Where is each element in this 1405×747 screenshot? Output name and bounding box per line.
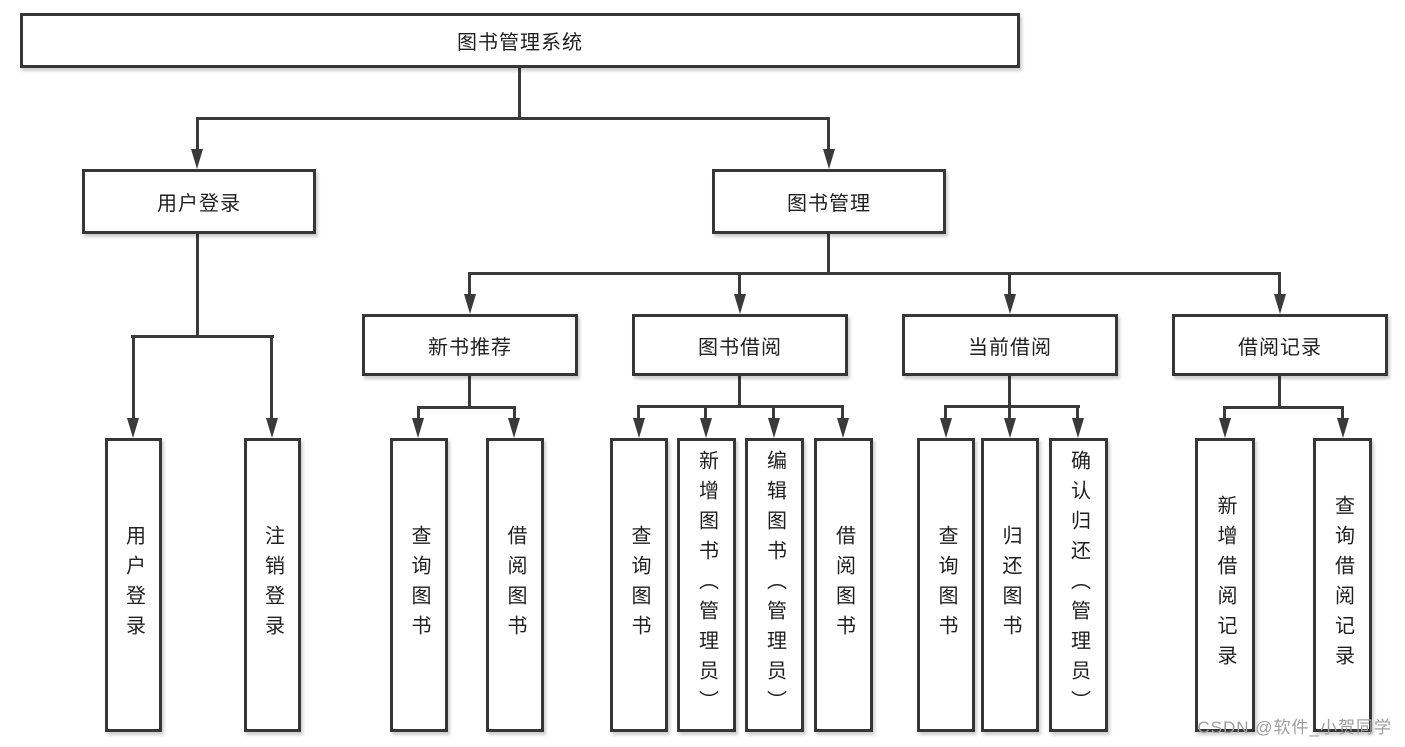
arrowhead-down-icon [700,418,712,438]
leaf-user-login: 用户登录 [105,438,162,732]
connector-book-borrow-rail [637,405,844,408]
node-root: 图书管理系统 [20,13,1020,68]
node-book-borrowing-label: 图书借阅 [698,336,782,359]
arrowhead-down-icon [464,294,476,314]
leaf-logout: 注销登录 [244,438,301,732]
leaf-newbook-query-books-label: 查询图书 [408,525,430,645]
arrowhead-down-icon [823,149,835,169]
leaf-records-query-record-label: 查询借阅记录 [1331,495,1354,675]
connector-leaf-drop [841,405,844,418]
arrowhead-down-icon [633,418,645,438]
connector-book-mgmt-drop [827,117,830,149]
arrowhead-down-icon [1274,294,1286,314]
arrowhead-down-icon [940,418,952,438]
arrowhead-down-icon [266,418,278,438]
leaf-borrowing-edit-books-admin-label: 编辑图书（管理员） [763,450,786,720]
leaf-records-add-record: 新增借阅记录 [1195,438,1255,732]
arrowhead-down-icon [191,149,203,169]
connector-current-borrow-stem [1008,376,1011,407]
connector-leaf-drop [1008,405,1011,418]
node-new-book-recommend: 新书推荐 [362,314,578,376]
node-current-borrowing: 当前借阅 [902,314,1118,376]
arrowhead-down-icon [1004,294,1016,314]
connector-book-mgmt-rail [468,272,1281,275]
connector-leaf-drop [637,405,640,418]
leaf-borrowing-query-books: 查询图书 [610,438,668,732]
connector-book-borrow-stem [738,376,741,407]
leaf-logout-label: 注销登录 [261,525,284,645]
node-new-book-recommend-label: 新书推荐 [428,336,512,359]
leaf-records-query-record: 查询借阅记录 [1313,438,1372,732]
connector-new-book-drop [468,272,471,295]
connector-leaf-drop [1076,405,1079,418]
arrowhead-down-icon [1219,418,1231,438]
connector-leaf-drop [132,335,135,418]
arrowhead-down-icon [734,294,746,314]
node-root-label: 图书管理系统 [457,32,583,54]
leaf-newbook-borrow-books: 借阅图书 [486,438,544,732]
leaf-current-confirm-return-admin: 确认归还（管理员） [1049,438,1108,732]
node-book-management: 图书管理 [712,169,946,234]
leaf-borrowing-borrow-books: 借阅图书 [814,438,873,732]
connector-leaf-drop [944,405,947,418]
leaf-current-return-books-label: 归还图书 [999,525,1021,645]
leaf-borrowing-add-books-admin: 新增图书（管理员） [677,438,736,732]
leaf-user-login-label: 用户登录 [122,525,145,645]
leaf-current-query-books: 查询图书 [917,438,975,732]
leaf-newbook-borrow-books-label: 借阅图书 [504,525,526,645]
connector-leaf-drop [417,406,420,418]
node-borrowing-records: 借阅记录 [1172,314,1388,376]
connector-leaf-drop [513,406,516,418]
leaf-current-confirm-return-admin-label: 确认归还（管理员） [1067,450,1090,720]
arrowhead-down-icon [508,418,520,438]
connector-borrow-record-stem [1278,376,1281,408]
arrowhead-down-icon [837,418,849,438]
leaf-borrowing-add-books-admin-label: 新增图书（管理员） [695,450,718,720]
node-user-login-label: 用户登录 [157,193,241,215]
connector-borrow-record-rail [1223,406,1344,409]
connector-leaf-drop [1223,406,1226,418]
connector-root-rail [196,117,830,120]
connector-root-stem [518,68,521,118]
arrowhead-down-icon [768,418,780,438]
leaf-current-query-books-label: 查询图书 [935,525,957,645]
connector-current-borrow-rail [944,405,1080,408]
connector-leaf-drop [270,335,273,418]
node-book-management-label: 图书管理 [787,193,871,215]
connector-user-login-drop [196,117,199,149]
arrowhead-down-icon [412,418,424,438]
connector-borrow-record-drop [1278,272,1281,295]
arrowhead-down-icon [1337,418,1349,438]
connector-user-login-rail [131,335,274,338]
leaf-records-add-record-label: 新增借阅记录 [1214,495,1236,675]
csdn-watermark: CSDN @软件_小贺同学 [1197,718,1392,737]
leaf-borrowing-borrow-books-label: 借阅图书 [832,525,855,645]
connector-leaf-drop [1341,406,1344,418]
arrowhead-down-icon [1072,418,1084,438]
connector-user-login-stem [196,234,199,337]
leaf-current-return-books: 归还图书 [981,438,1039,732]
arrowhead-down-icon [1004,418,1016,438]
node-book-borrowing: 图书借阅 [632,314,848,376]
leaf-borrowing-edit-books-admin: 编辑图书（管理员） [745,438,804,732]
connector-leaf-drop [704,405,707,418]
connector-book-mgmt-stem [827,234,830,275]
connector-leaf-drop [772,405,775,418]
arrowhead-down-icon [127,418,139,438]
leaf-newbook-query-books: 查询图书 [390,438,448,732]
node-borrowing-records-label: 借阅记录 [1238,336,1322,359]
connector-new-book-rail [417,406,516,409]
connector-new-book-stem [468,376,471,408]
connector-current-borrow-drop [1008,272,1011,295]
node-current-borrowing-label: 当前借阅 [968,336,1052,359]
node-user-login: 用户登录 [82,169,316,234]
leaf-borrowing-query-books-label: 查询图书 [628,525,650,645]
connector-book-borrow-drop [738,272,741,295]
